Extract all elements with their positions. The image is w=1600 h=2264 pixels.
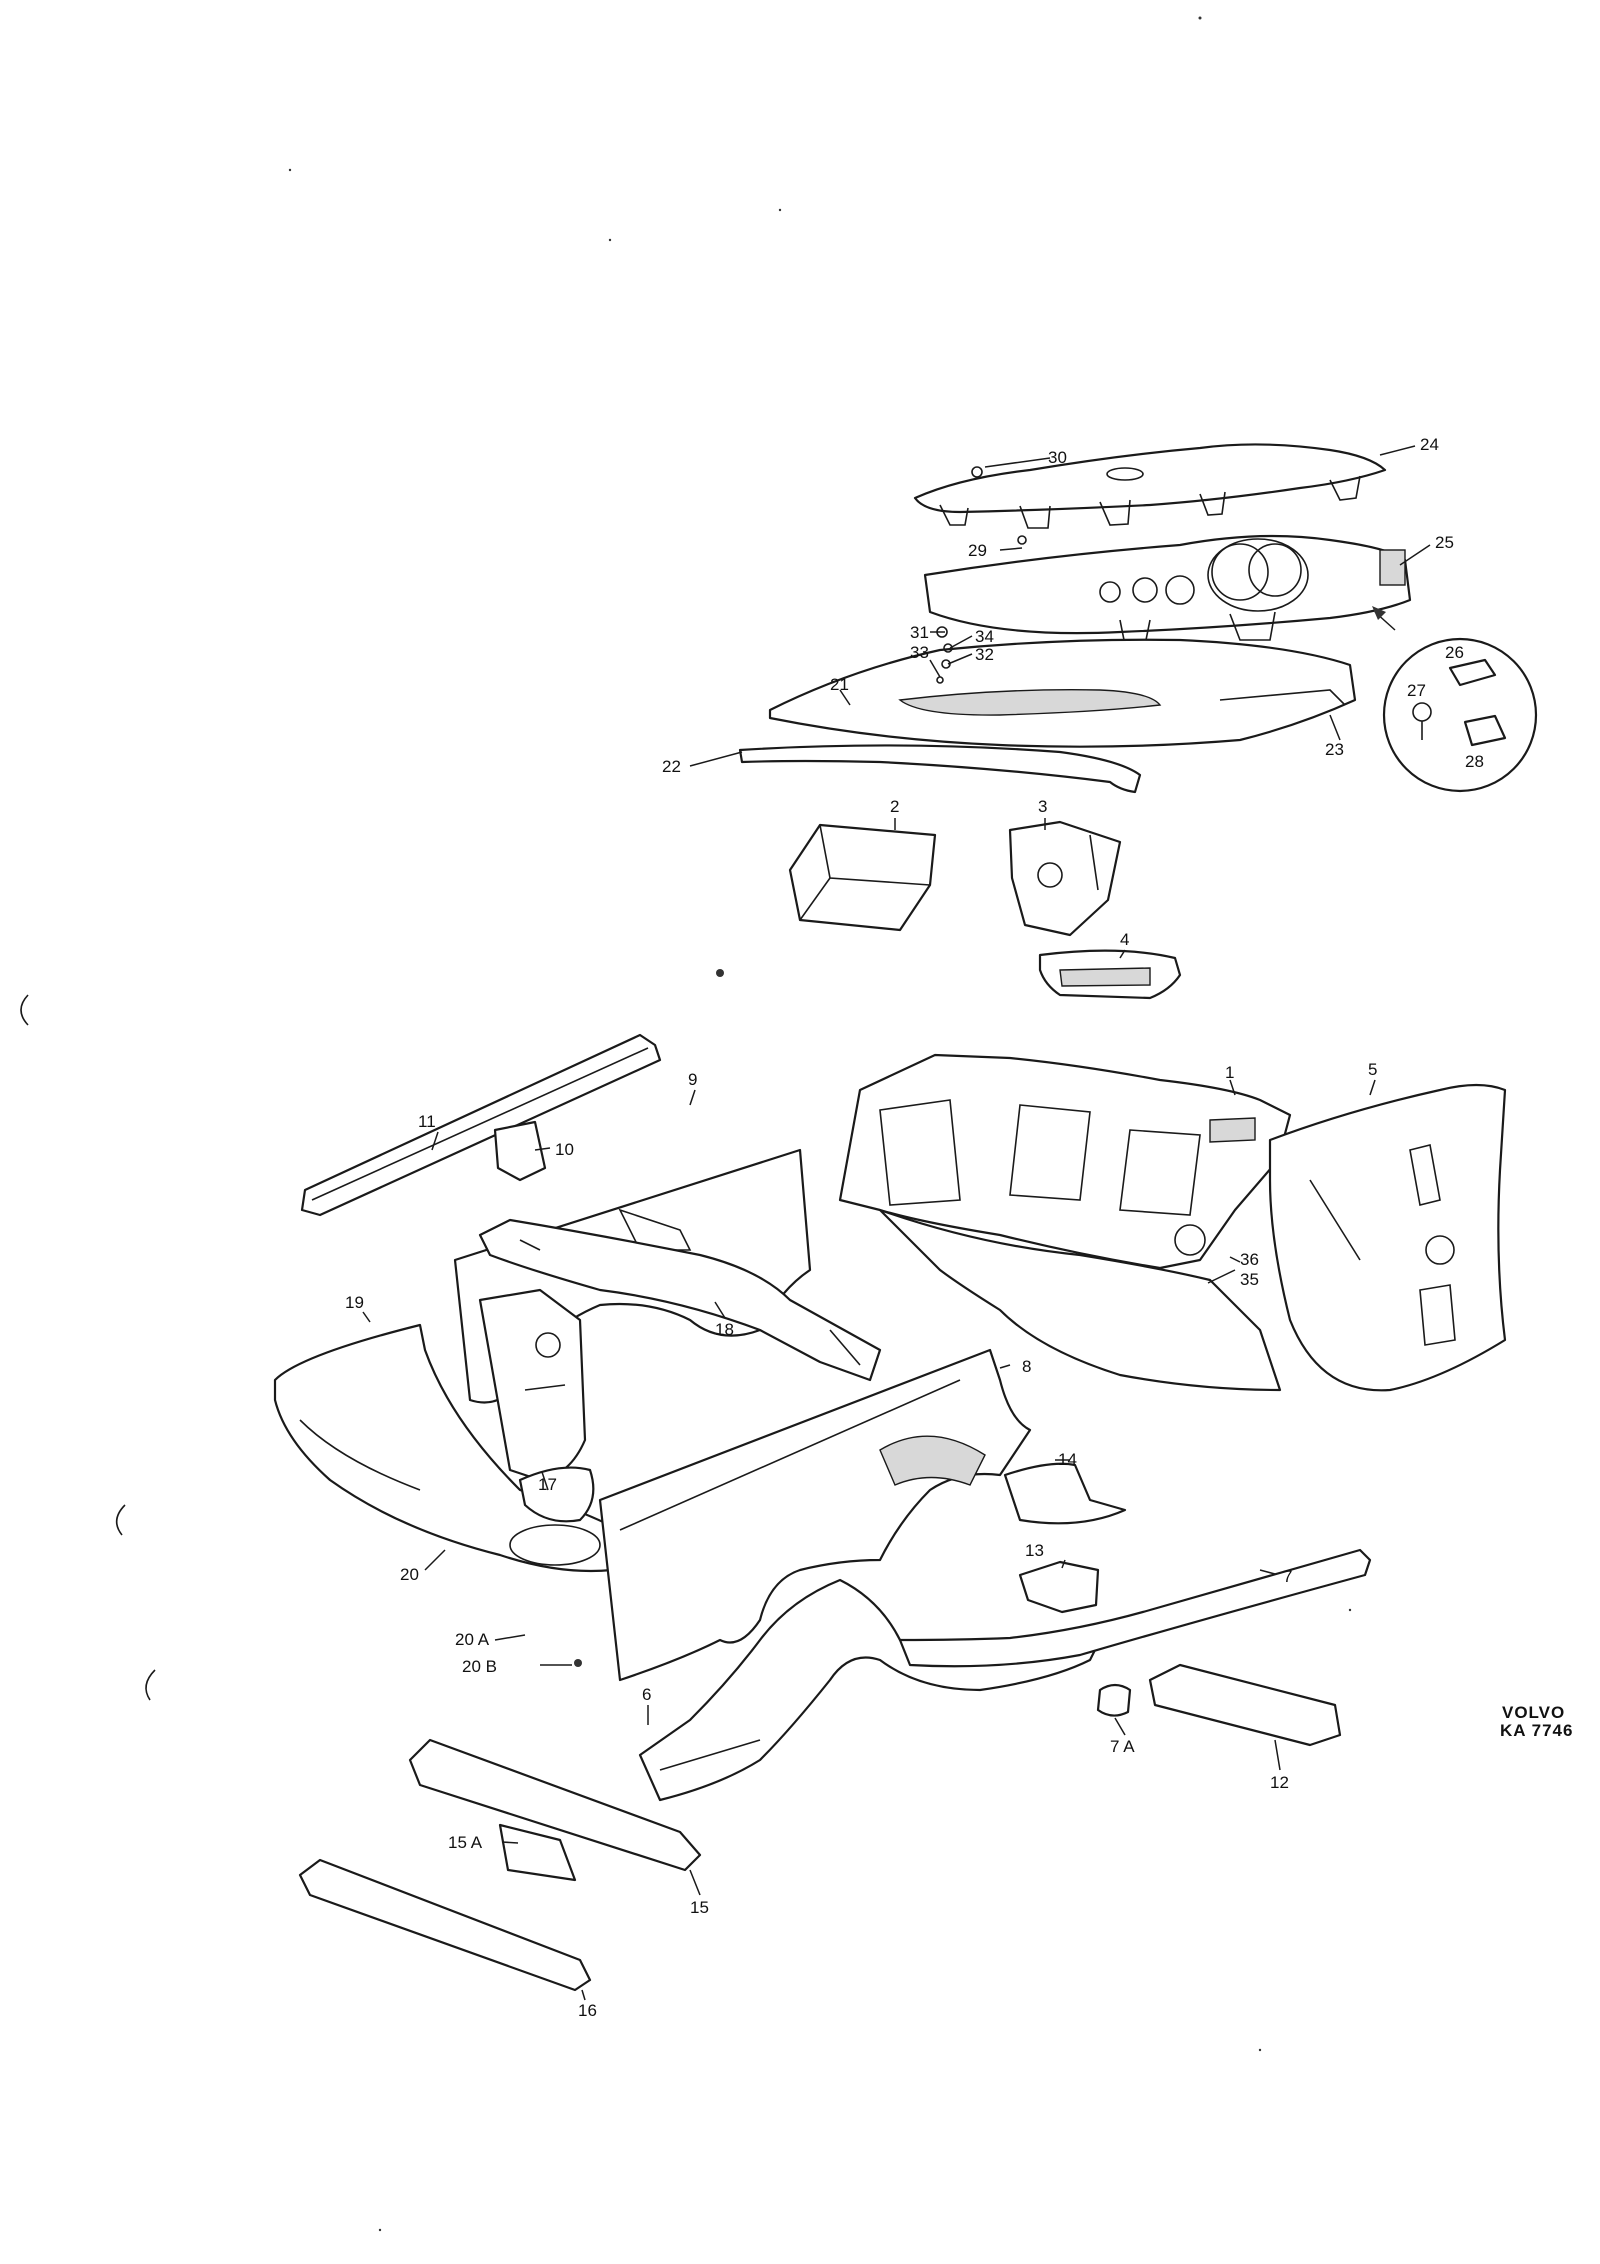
kick-panel-part [1268,1083,1507,1392]
callout-20: 20 [400,1565,419,1584]
callout-17: 17 [538,1475,557,1494]
ashtray-part [1038,949,1182,1000]
bulkhead-part [838,1053,1292,1270]
callout-11: 11 [418,1112,436,1131]
dash-top-pad-part [913,443,1387,529]
callout-14: 14 [1058,1450,1077,1469]
glovebox-part [788,823,937,932]
callout-29: 29 [968,541,987,560]
callout-28: 28 [1465,752,1484,771]
callout-36: 36 [1240,1250,1259,1269]
callout-15: 15 [690,1898,709,1917]
fastener-group [574,466,1027,1667]
callout-9: 9 [688,1070,697,1089]
callout-4: 4 [1120,930,1129,949]
callout-13: 13 [1025,1541,1044,1560]
glovebox-bracket-part [1008,820,1122,937]
small-bracket-part [493,1120,547,1182]
brace-plate-part [498,1823,577,1882]
callout-8: 8 [1022,1357,1031,1376]
callout-12: 12 [1270,1773,1289,1792]
reference-code: KA 7746 [1500,1721,1573,1740]
gusset-part [1003,1462,1127,1525]
front-crossmember-part [478,1218,882,1382]
callout-6: 6 [642,1685,651,1704]
callout-30: 30 [1048,448,1067,467]
lower-brace-part [298,1858,592,1992]
callout-19: 19 [345,1293,364,1312]
cowl-bar-part [300,1033,662,1217]
scan-marks [20,16,1352,2232]
callout-1: 1 [1225,1063,1234,1082]
strut-tower-part [478,1288,587,1482]
callout-2: 2 [890,797,899,816]
rail-reinforcement-part [1148,1663,1342,1747]
callout-3: 3 [1038,797,1047,816]
callout-23: 23 [1325,740,1344,759]
floor-front-part [878,1208,1282,1392]
callout-21: 21 [830,675,849,694]
sill-rail-part [898,1548,1372,1668]
detail-arrow-head [1372,606,1386,620]
cross-brace-part [408,1738,702,1872]
instrument-panel-frame-part [923,534,1412,646]
callout-7a: 7 A [1110,1737,1135,1756]
plug-part [1096,1683,1132,1717]
callout-26: 26 [1445,643,1464,662]
callout-35: 35 [1240,1270,1259,1289]
bracket-part [1018,1560,1100,1614]
callout-16: 16 [578,2001,597,2020]
callout-15a: 15 A [448,1833,483,1852]
dash-top-panel-part [768,638,1357,748]
callout-labels: 1 2 3 4 5 6 7 7 A 8 9 10 11 12 13 14 15 … [345,435,1484,2020]
callout-5: 5 [1368,1060,1377,1079]
detail-inset-circle [1382,637,1538,793]
callout-20a: 20 A [455,1630,490,1649]
callout-33: 33 [910,643,929,662]
callout-27: 27 [1407,681,1426,700]
reference-brand: VOLVO [1502,1703,1565,1722]
dash-strip-part [738,744,1142,794]
cover-plate-part [518,1466,595,1523]
callout-20b: 20 B [462,1657,497,1676]
outer-fender-part [598,1348,1032,1682]
callout-18: 18 [715,1320,734,1339]
reference-tag: VOLVO KA 7746 [1500,1703,1573,1740]
callout-34: 34 [975,627,994,646]
callout-31: 31 [910,623,929,642]
callout-24: 24 [1420,435,1439,454]
callout-7: 7 [1283,1567,1292,1586]
callout-25: 25 [1435,533,1454,552]
leader-lines [362,445,1431,2001]
callout-22: 22 [662,757,681,776]
callout-32: 32 [975,645,994,664]
callout-10: 10 [555,1140,574,1159]
